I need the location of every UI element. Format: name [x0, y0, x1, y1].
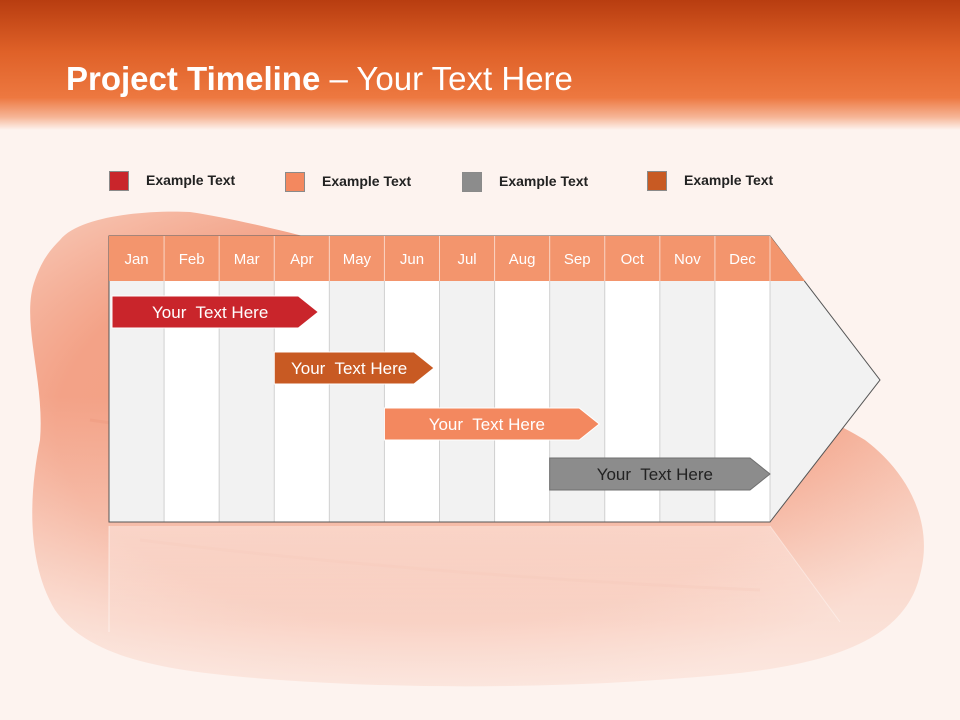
task-label-4: Your Text Here: [597, 465, 713, 484]
legend-swatch-1: [109, 171, 129, 191]
task-bar-4[interactable]: Your Text Here: [549, 457, 771, 491]
task-label-3: Your Text Here: [429, 415, 545, 434]
month-label-jun: Jun: [400, 251, 424, 268]
month-label-jan: Jan: [124, 251, 148, 268]
task-bar-1[interactable]: Your Text Here: [111, 295, 320, 329]
task-bar-2[interactable]: Your Text Here: [273, 351, 435, 385]
month-label-dec: Dec: [729, 251, 756, 268]
title-bold: Project Timeline: [66, 60, 321, 97]
month-header-row: Jan Feb Mar Apr May Jun Jul Aug Sep Oct Nov Dec: [109, 236, 805, 281]
month-label-nov: Nov: [674, 251, 701, 268]
task-label-2: Your Text Here: [291, 359, 407, 378]
header-band: [0, 0, 960, 130]
legend-label-4: Example Text: [684, 172, 774, 188]
legend-label-3: Example Text: [499, 173, 589, 189]
title-rest: – Your Text Here: [320, 60, 573, 97]
month-label-aug: Aug: [509, 251, 536, 268]
month-label-may: May: [343, 251, 372, 268]
legend-label-2: Example Text: [322, 173, 412, 189]
month-label-sep: Sep: [564, 251, 591, 268]
month-label-apr: Apr: [290, 251, 313, 268]
legend-swatch-3: [462, 172, 482, 192]
month-label-feb: Feb: [179, 251, 205, 268]
page-title: Project Timeline – Your Text Here: [66, 60, 573, 98]
timeline-reflection: [108, 525, 841, 632]
month-label-jul: Jul: [457, 251, 476, 268]
timeline-arrow: [108, 235, 881, 523]
task-label-1: Your Text Here: [152, 303, 268, 322]
month-label-oct: Oct: [621, 251, 645, 268]
legend-swatch-4: [647, 171, 667, 191]
month-label-mar: Mar: [234, 251, 260, 268]
legend-swatch-2: [285, 172, 305, 192]
task-bar-3[interactable]: Your Text Here: [383, 407, 601, 441]
legend-label-1: Example Text: [146, 172, 236, 188]
